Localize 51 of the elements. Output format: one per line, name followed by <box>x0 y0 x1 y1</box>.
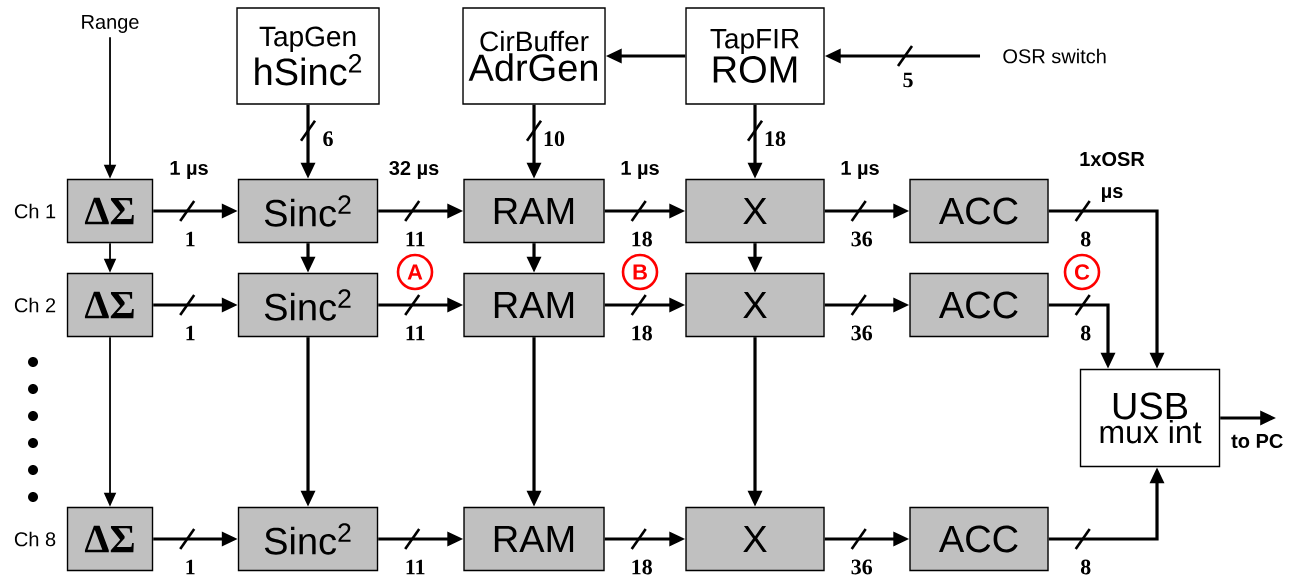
bus-width-label: 11 <box>403 558 427 576</box>
timing-label: 1 µs <box>170 161 208 179</box>
process-box: ACC <box>909 506 1049 572</box>
process-box: X <box>685 272 825 338</box>
process-box: Sinc$^{2}$ <box>237 272 379 338</box>
bus-width-label: 18 <box>629 230 654 248</box>
process-box: X <box>685 178 825 244</box>
edge-label: to PC <box>1230 432 1285 450</box>
bus-width-label: 1 <box>183 324 197 342</box>
bus-width-label: 18 <box>629 558 654 576</box>
bus-width-label: 6 <box>321 130 335 148</box>
bus-width-label: 8 <box>1079 230 1093 248</box>
timing-label: 1 µs <box>621 161 659 179</box>
bus-width-label: 36 <box>849 558 874 576</box>
signal-label: OSR switch <box>1003 48 1106 64</box>
bus-width-label: 8 <box>1079 324 1093 342</box>
process-box: Sinc$^{2}$ <box>237 178 379 244</box>
callout-letter: A <box>396 253 434 291</box>
bus-width-label: 8 <box>1079 558 1093 576</box>
bus-width-label: 36 <box>849 230 874 248</box>
interface-box: USB mux int <box>1079 368 1221 468</box>
bus-width-label: 1 <box>183 558 197 576</box>
process-box: ACC <box>909 272 1049 338</box>
callout-letter: C <box>1063 253 1101 291</box>
block-box: TapFIR ROM <box>685 7 825 105</box>
bus-width-label: 18 <box>763 130 787 148</box>
modulator-box: ΔΣ <box>66 178 154 244</box>
process-box: Sinc$^{2}$ <box>237 506 379 572</box>
process-box: RAM <box>463 506 605 572</box>
bus-width-label: 11 <box>403 230 427 248</box>
modulator-box: ΔΣ <box>66 272 154 338</box>
bus-width-label: 11 <box>403 324 427 342</box>
process-box: X <box>685 506 825 572</box>
modulator-box: ΔΣ <box>66 506 154 572</box>
process-box: RAM <box>463 272 605 338</box>
process-box: RAM <box>463 178 605 244</box>
block-box: CirBuffer AdrGen <box>462 7 606 105</box>
timing-label: 32 µs <box>389 160 439 180</box>
channel-label: Ch 2 <box>14 297 56 313</box>
bus-width-label: 36 <box>849 324 874 342</box>
bus-width-label: 5 <box>901 71 915 89</box>
timing-label: 1xOSR µs <box>1080 151 1145 203</box>
bus-width-label: 10 <box>542 130 566 148</box>
process-box: ACC <box>909 178 1049 244</box>
signal-label: Range <box>82 15 139 33</box>
channel-label: Ch 1 <box>14 203 56 219</box>
block-box: TapGen hSinc$^{2}$ <box>236 7 380 105</box>
bus-width-label: 18 <box>629 324 654 342</box>
callout-letter: B <box>621 253 659 291</box>
timing-label: 1 µs <box>841 161 879 179</box>
bus-width-label: 1 <box>183 230 197 248</box>
